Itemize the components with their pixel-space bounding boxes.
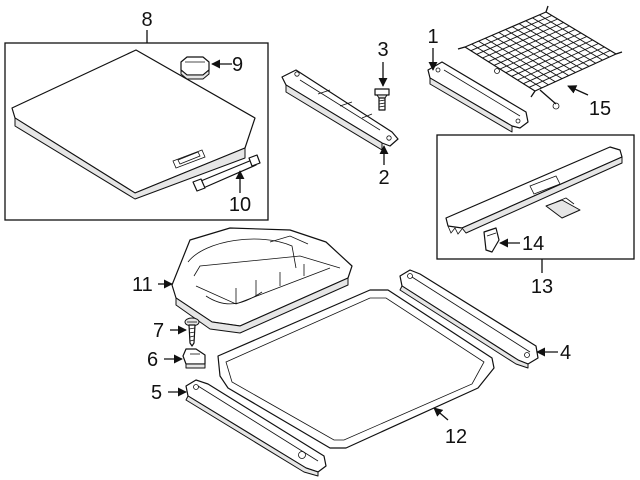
part-4-side-rail-right[interactable] [399,269,539,369]
group-box-13 [436,134,635,273]
leader-12 [433,407,449,421]
part-5-side-rail-left[interactable] [185,379,327,477]
part-7-screw[interactable] [184,317,200,347]
callout-2: 2 [378,167,389,189]
callout-13: 13 [531,276,553,298]
callout-1: 1 [427,26,438,48]
callout-5: 5 [151,382,162,404]
part-14-clip[interactable] [483,227,500,253]
part-10-strap[interactable] [192,154,261,192]
part-8-cover-panel[interactable] [11,49,256,200]
group-box-8 [4,30,269,221]
callout-10: 10 [229,194,251,216]
leader-15 [567,85,589,96]
callout-15: 15 [589,98,611,120]
part-3-bolt[interactable] [374,88,390,111]
callout-3: 3 [377,39,388,61]
part-1-rail-bracket[interactable] [427,61,529,133]
callout-9: 9 [232,54,243,76]
callout-4: 4 [560,342,571,364]
part-15-cargo-net[interactable] [457,5,623,110]
part-6-clip[interactable] [182,348,206,369]
callout-11: 11 [132,274,153,296]
callout-14: 14 [522,233,544,255]
part-12-floor-mat[interactable] [217,289,495,449]
part-11-storage-tray[interactable] [171,227,353,334]
part-9-handle[interactable] [180,56,210,80]
callout-12: 12 [445,426,467,448]
part-2-mounting-rail[interactable] [281,69,399,151]
callout-8: 8 [141,9,152,31]
callout-6: 6 [147,349,158,371]
part-13-scuff-plate[interactable] [445,146,623,235]
callout-7: 7 [153,320,164,342]
